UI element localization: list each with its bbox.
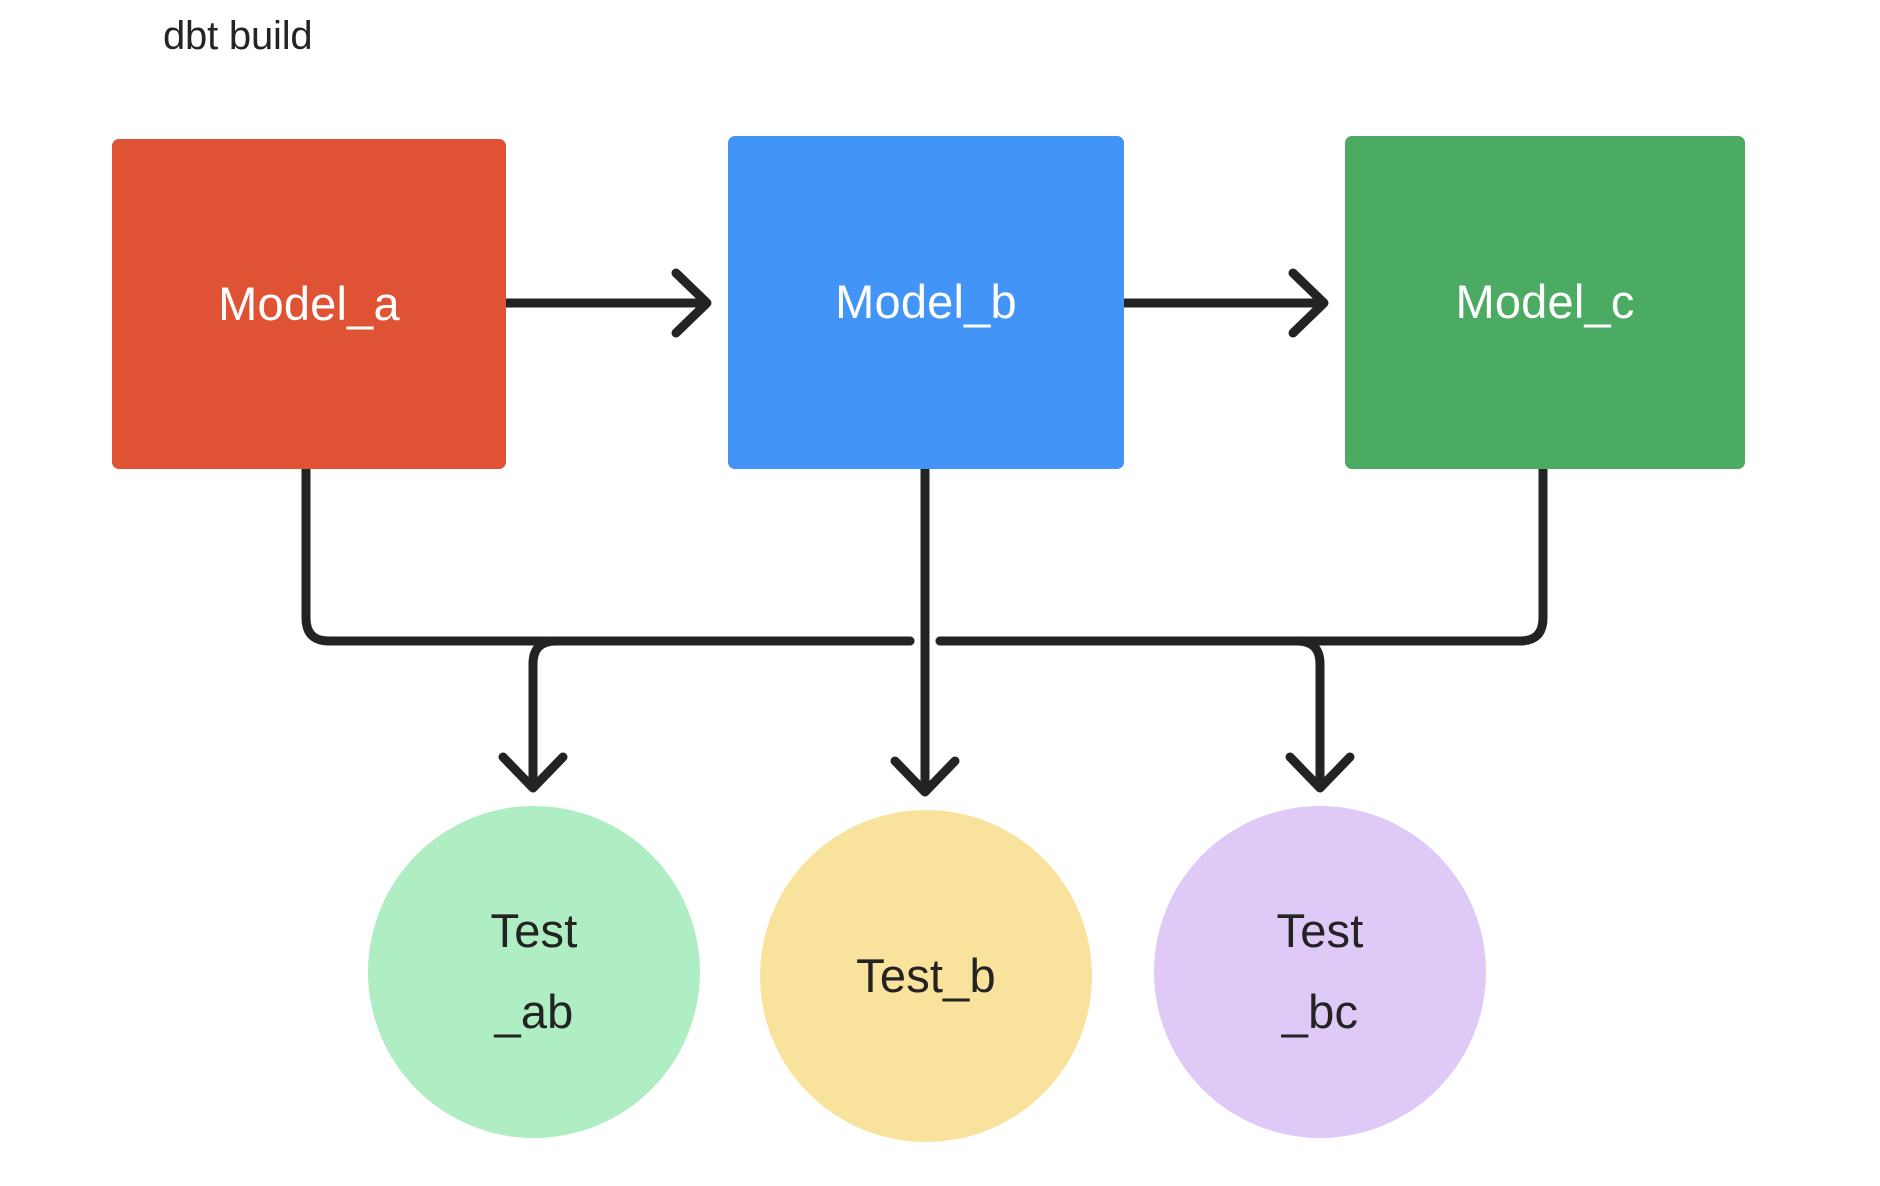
node-label-model-c: Model_c (1455, 275, 1635, 329)
node-test-b[interactable]: Test_b (760, 810, 1092, 1142)
edge-arrowhead-to-test-ab (498, 752, 568, 793)
node-label-test-bc: Test _bc (1276, 904, 1364, 1038)
edge-line-bus-to-test-bc (935, 636, 1325, 791)
edge-line-c-down (935, 464, 1548, 646)
edge-arrowhead-to-test-bc (1285, 752, 1355, 793)
node-test-bc[interactable]: Test _bc (1154, 806, 1486, 1138)
edge-arrowhead-b-to-c (1288, 268, 1329, 338)
diagram-title: dbt build (163, 14, 313, 58)
node-label-test-b: Test_b (856, 948, 996, 1002)
node-label-model-b: Model_b (835, 275, 1017, 329)
edge-line-a-down (301, 464, 915, 646)
node-model-b[interactable]: Model_b (728, 136, 1124, 469)
node-label-model-a: Model_a (218, 276, 400, 330)
edge-arrowhead-a-to-b (671, 268, 712, 338)
node-test-ab[interactable]: Test _ab (368, 806, 700, 1138)
edge-line-bus-to-test-ab (528, 636, 915, 791)
node-model-a[interactable]: Model_a (112, 139, 506, 469)
edge-arrowhead-b-to-test-b (890, 756, 960, 797)
node-label-test-ab: Test _ab (490, 904, 578, 1038)
node-model-c[interactable]: Model_c (1345, 136, 1745, 469)
